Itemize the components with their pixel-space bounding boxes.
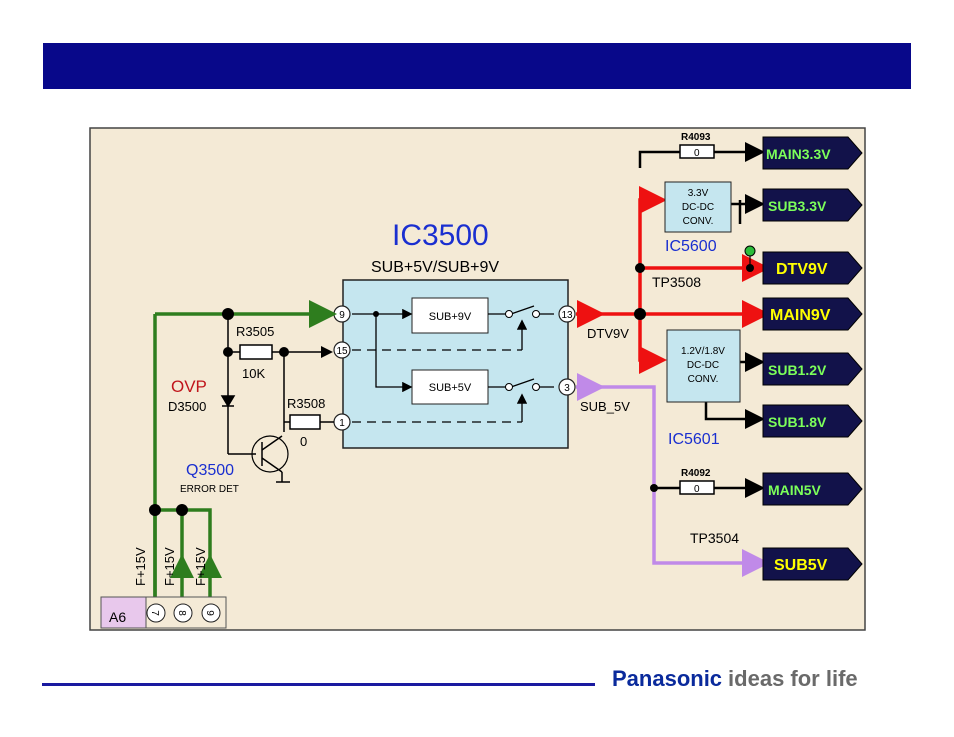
connector-dtv9v-label: DTV9V [776, 261, 828, 278]
ic3500-subtitle: SUB+5V/SUB+9V [371, 259, 499, 276]
pin-1-label: 1 [339, 418, 345, 429]
a6-pin-7: 7 [149, 610, 160, 616]
sub5v-net-label: SUB_5V [580, 399, 630, 414]
dcdc-1v2-line3: CONV. [688, 374, 719, 385]
dcdc-3v3-line2: DC-DC [682, 202, 714, 213]
f15v-label-2: F+15V [162, 547, 177, 586]
a6-label: A6 [109, 609, 126, 625]
f15v-label-3: F+15V [193, 547, 208, 586]
connector-main5v-label: MAIN5V [768, 482, 822, 498]
pin-3-label: 3 [564, 383, 570, 394]
sub9v-block-label: SUB+9V [429, 311, 472, 323]
dcdc-1v2-line2: DC-DC [687, 360, 719, 371]
a6-pin-8: 8 [176, 610, 187, 616]
connector-main9v-label: MAIN9V [770, 307, 831, 324]
connector-sub3v3-label: SUB3.3V [768, 198, 827, 214]
q3500-label: Q3500 [186, 462, 234, 479]
connector-sub1v2-label: SUB1.2V [768, 362, 827, 378]
r4093-value: 0 [694, 148, 700, 159]
r3505-label: R3505 [236, 324, 274, 339]
dtv9v-net-label: DTV9V [587, 326, 629, 341]
ic5600-label: IC5600 [665, 238, 717, 255]
pin-15-label: 15 [336, 346, 348, 357]
error-det-label: ERROR DET [180, 484, 239, 495]
r4092-label: R4092 [681, 468, 711, 479]
r3508-value: 0 [300, 434, 307, 449]
ic5601-label: IC5601 [668, 431, 720, 448]
connector-sub5v-label: SUB5V [774, 557, 828, 574]
ovp-label: OVP [171, 377, 207, 396]
footer-divider [42, 683, 595, 686]
d3500-label: D3500 [168, 399, 206, 414]
r3508-resistor [290, 415, 320, 429]
r4092-value: 0 [694, 484, 700, 495]
connector-main3v3-label: MAIN3.3V [766, 146, 831, 162]
r3505-resistor [240, 345, 272, 359]
r3505-value: 10K [242, 366, 265, 381]
connector-sub1v8-label: SUB1.8V [768, 414, 827, 430]
dcdc-3v3-line3: CONV. [683, 216, 714, 227]
sub5v-block-label: SUB+5V [429, 382, 472, 394]
r4093-label: R4093 [681, 132, 711, 143]
tp3504-label: TP3504 [690, 530, 739, 546]
dcdc-1v2-line1: 1.2V/1.8V [681, 346, 725, 357]
a6-pin-9: 9 [204, 610, 215, 616]
ic3500-label: IC3500 [392, 219, 489, 252]
brand-tagline: ideas for life [728, 666, 858, 691]
pin-9-label: 9 [339, 310, 345, 321]
tp3508-testpoint [745, 246, 755, 256]
f15v-label-1: F+15V [133, 547, 148, 586]
pin-13-label: 13 [561, 310, 573, 321]
tp3508-label: TP3508 [652, 274, 701, 290]
dcdc-3v3-line1: 3.3V [688, 188, 709, 199]
r3508-label: R3508 [287, 396, 325, 411]
brand-name: Panasonic [612, 666, 722, 691]
